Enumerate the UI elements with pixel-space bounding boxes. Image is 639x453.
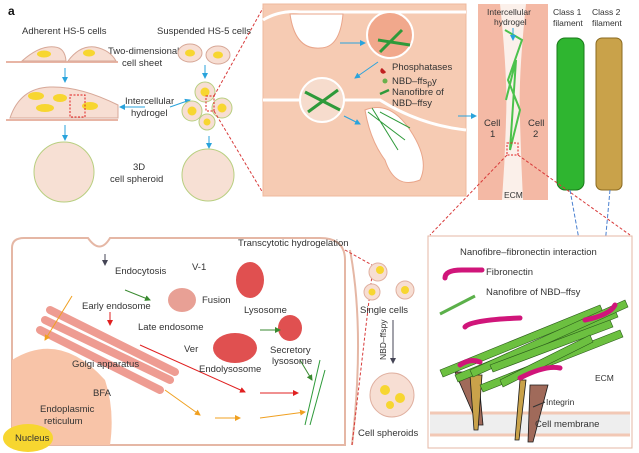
spheroid-formation: Single cells NBD–ffspy Cell spheroids bbox=[344, 249, 418, 446]
ecm-label-bottom: ECM bbox=[595, 373, 614, 383]
class2-label-2: filament bbox=[592, 18, 622, 28]
junction-hydrogel-2: hydrogel bbox=[494, 17, 527, 27]
v1-label: V-1 bbox=[192, 262, 206, 273]
adherent-label: Adherent HS-5 cells bbox=[22, 26, 107, 37]
integrin-label: Integrin bbox=[546, 397, 575, 407]
ver-label: Ver bbox=[184, 344, 198, 355]
secretory-label-2: lysosome bbox=[272, 356, 312, 367]
sheet-label-2: cell sheet bbox=[122, 58, 162, 69]
panel-label: a bbox=[8, 4, 15, 18]
legend-nanofibre-2: NBD–ffsy bbox=[392, 98, 432, 109]
nucleus-label: Nucleus bbox=[15, 433, 50, 444]
fibronectin-label: Fibronectin bbox=[486, 267, 533, 278]
transcytosis-title: Transcytotic hydrogelation bbox=[238, 238, 349, 249]
class1-filament bbox=[556, 37, 585, 191]
cell1-label: Cell bbox=[484, 118, 500, 129]
endocytosis-label: Endocytosis bbox=[115, 266, 166, 277]
legend: Phosphatases NBD–ffspy Nanofibre of NBD–… bbox=[379, 62, 452, 109]
class2-label-1: Class 2 bbox=[592, 7, 621, 17]
cell2-number: 2 bbox=[533, 129, 538, 140]
nanofibre-fibronectin-panel: Nanofibre–fibronectin interaction Fibron… bbox=[427, 235, 633, 449]
spheroid-label-1: 3D bbox=[133, 162, 145, 173]
nanofibre-label: Nanofibre of NBD–ffsy bbox=[486, 287, 581, 298]
fusion-label: Fusion bbox=[202, 295, 231, 306]
legend-precursor: NBD–ffspy bbox=[392, 76, 437, 88]
junction-hydrogel-1: Intercellular bbox=[487, 7, 531, 17]
class1-label-2: filament bbox=[553, 18, 583, 28]
interaction-title: Nanofibre–fibronectin interaction bbox=[460, 247, 597, 258]
spheroid-label-2: cell spheroid bbox=[110, 174, 163, 185]
late-endosome-label: Late endosome bbox=[138, 322, 204, 333]
cell-junction-panel: Intercellular hydrogel Cell 1 Cell 2 ECM… bbox=[429, 4, 631, 301]
suspended-label: Suspended HS-5 cells bbox=[157, 26, 251, 37]
single-cells-label: Single cells bbox=[360, 305, 408, 316]
bfa-label: BFA bbox=[93, 388, 112, 399]
transcytosis-panel: Transcytotic hydrogelation Endocytosis V… bbox=[3, 237, 349, 452]
cell-spheroids-label: Cell spheroids bbox=[358, 428, 418, 439]
legend-nanofibre-1: Nanofibre of bbox=[392, 87, 444, 98]
class1-label-1: Class 1 bbox=[553, 7, 582, 17]
cell-culture-schematic: Adherent HS-5 cells Suspended HS-5 cells… bbox=[6, 7, 264, 203]
golgi-label: Golgi apparatus bbox=[72, 359, 139, 370]
lysosome-label: Lysosome bbox=[244, 305, 287, 316]
hydrogel-label-2: hydrogel bbox=[131, 108, 167, 119]
er-label-1: Endoplasmic bbox=[40, 404, 95, 415]
endolysosome-label: Endolysosome bbox=[199, 364, 261, 375]
legend-phosphatases: Phosphatases bbox=[392, 62, 452, 73]
vesicle-nanofibre-panel: Phosphatases NBD–ffspy Nanofibre of NBD–… bbox=[262, 3, 477, 197]
er-label-2: reticulum bbox=[44, 416, 83, 427]
ecm-label: ECM bbox=[504, 190, 523, 200]
hydrogel-label-1: Intercellular bbox=[125, 96, 174, 107]
cell2-label: Cell bbox=[528, 118, 544, 129]
secretory-label-1: Secretory bbox=[270, 345, 311, 356]
early-endosome-label: Early endosome bbox=[82, 301, 151, 312]
treatment-label: NBD–ffspy bbox=[378, 319, 388, 360]
sheet-label-1: Two-dimensional bbox=[108, 46, 179, 57]
cell-membrane-label: Cell membrane bbox=[535, 419, 599, 430]
class2-filament bbox=[595, 37, 623, 191]
cell1-number: 1 bbox=[490, 129, 495, 140]
